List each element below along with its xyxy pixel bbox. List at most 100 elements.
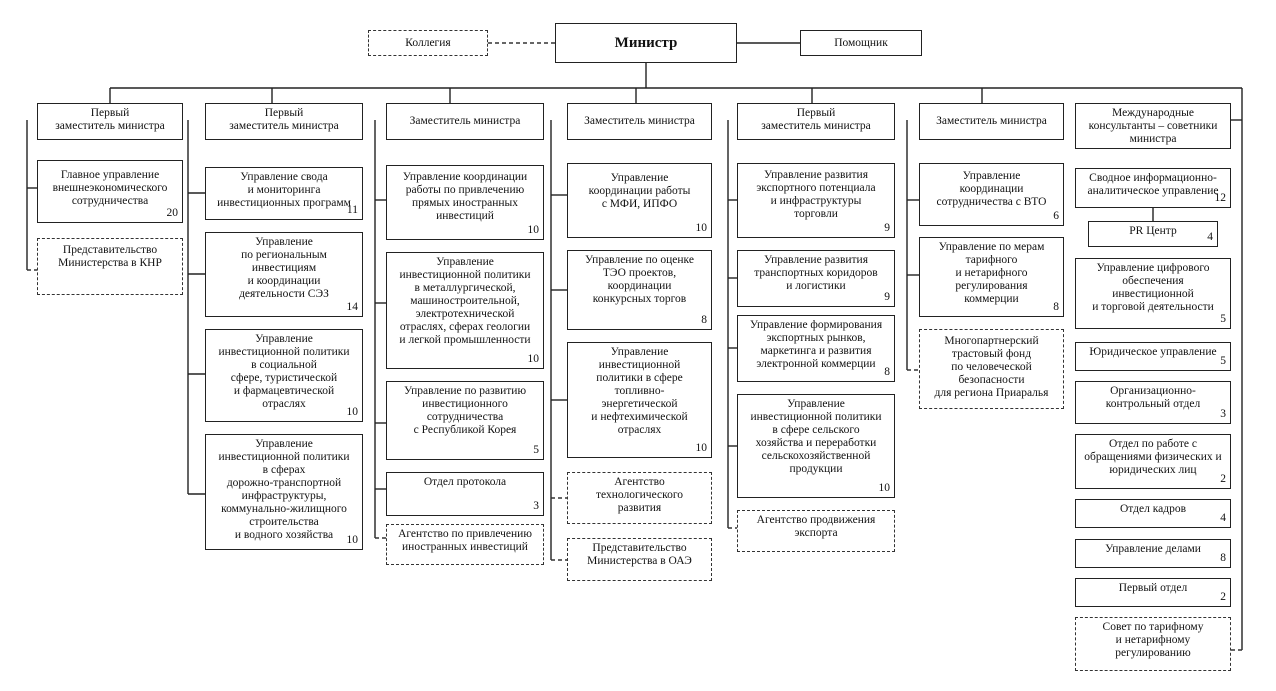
col5-unit-3: Управление формирования экспортных рынко… — [737, 315, 895, 382]
staff-count: 5 — [533, 444, 539, 456]
col5-head-label: Первый заместитель министра — [761, 107, 871, 132]
col7-head: Международные консультанты – советники м… — [1075, 103, 1231, 149]
unit-label: Управление по оценке ТЭО проектов, коорд… — [585, 254, 694, 305]
col2-unit-2: Управление по региональным инвестициям и… — [205, 232, 363, 317]
unit-label: Отдел по работе с обращениями физических… — [1084, 438, 1222, 476]
unit-label: Юридическое управление — [1089, 346, 1217, 358]
staff-count: 5 — [1220, 313, 1226, 325]
unit-label: Управление делами — [1105, 543, 1201, 555]
staff-count: 10 — [527, 224, 540, 236]
staff-count: 4 — [1207, 231, 1213, 243]
col3-unit-2: Управление инвестиционной политики в мет… — [386, 252, 544, 369]
col1-unit-1: Главное управление внешнеэкономического … — [37, 160, 183, 223]
staff-count: 3 — [533, 500, 539, 512]
staff-count: 8 — [1220, 552, 1226, 564]
collegium-box: Коллегия — [368, 30, 488, 56]
staff-count: 10 — [346, 406, 359, 418]
staff-count: 6 — [1053, 210, 1059, 222]
staff-count: 3 — [1220, 408, 1226, 420]
col6-unit-2: Управление по мерам тарифного и нетарифн… — [919, 237, 1064, 317]
unit-label: Управление формирования экспортных рынко… — [749, 319, 883, 370]
staff-count: 5 — [1220, 355, 1226, 367]
dashed-label: Представительство Министерства в КНР — [58, 244, 162, 269]
unit-label: Управление по мерам тарифного и нетарифн… — [938, 241, 1045, 305]
col5-unit-1: Управление развития экспортного потенциа… — [737, 163, 895, 238]
col3-head: Заместитель министра — [386, 103, 544, 140]
minister-box: Министр — [555, 23, 737, 63]
unit-label: Управление координации работы по привлеч… — [402, 171, 528, 222]
col6-unit-1: Управление координации сотрудничества с … — [919, 163, 1064, 226]
col2-head: Первый заместитель министра — [205, 103, 363, 140]
unit-label: Управление цифрового обеспечения инвести… — [1092, 262, 1214, 313]
dashed-label: Представительство Министерства в ОАЭ — [587, 542, 692, 567]
unit-label: Отдел кадров — [1119, 503, 1187, 515]
dashed-label: Агентство технологического развития — [595, 476, 684, 514]
col7-unit-4: Юридическое управление 5 — [1075, 342, 1231, 371]
col7-unit-2: PR Центр 4 — [1088, 221, 1218, 247]
staff-count: 11 — [346, 204, 358, 216]
col2-unit-4: Управление инвестиционной политики в сфе… — [205, 434, 363, 550]
col4-dashed-2: Представительство Министерства в ОАЭ — [567, 538, 712, 581]
col4-unit-2: Управление по оценке ТЭО проектов, коорд… — [567, 250, 712, 330]
staff-count: 12 — [1214, 192, 1227, 204]
staff-count: 4 — [1220, 512, 1226, 524]
unit-label: Управление инвестиционной политики в сфе… — [591, 346, 688, 436]
unit-label: PR Центр — [1129, 225, 1177, 237]
col7-unit-9: Первый отдел 2 — [1075, 578, 1231, 607]
unit-label: Отдел протокола — [423, 476, 507, 488]
staff-count: 10 — [695, 442, 708, 454]
col3-unit-1: Управление координации работы по привлеч… — [386, 165, 544, 240]
col5-unit-4: Управление инвестиционной политики в сфе… — [737, 394, 895, 498]
col4-unit-3: Управление инвестиционной политики в сфе… — [567, 342, 712, 458]
staff-count: 10 — [878, 482, 891, 494]
col7-unit-5: Организационно- контрольный отдел 3 — [1075, 381, 1231, 424]
unit-label: Управление свода и мониторинга инвестици… — [217, 171, 351, 209]
collegium-label: Коллегия — [405, 36, 451, 49]
staff-count: 8 — [884, 366, 890, 378]
col4-head: Заместитель министра — [567, 103, 712, 140]
unit-label: Управление по развитию инвестиционного с… — [403, 385, 527, 436]
staff-count: 10 — [695, 222, 708, 234]
col7-dashed-1: Совет по тарифному и нетарифному регулир… — [1075, 617, 1231, 671]
col4-dashed-1: Агентство технологического развития — [567, 472, 712, 524]
unit-label: Управление инвестиционной политики в соц… — [218, 333, 350, 410]
staff-count: 2 — [1220, 473, 1226, 485]
col7-unit-1: Сводное информационно- аналитическое упр… — [1075, 168, 1231, 208]
unit-label: Организационно- контрольный отдел — [1105, 385, 1201, 410]
col1-head-label: Первый заместитель министра — [55, 107, 165, 132]
dashed-label: Совет по тарифному и нетарифному регулир… — [1102, 621, 1204, 659]
staff-count: 10 — [346, 534, 359, 546]
unit-label: Сводное информационно- аналитическое упр… — [1087, 172, 1219, 197]
staff-count: 9 — [884, 291, 890, 303]
assistant-box: Помощник — [800, 30, 922, 56]
col6-dashed-1: Многопартнерский трастовый фонд по челов… — [919, 329, 1064, 409]
col5-dashed-1: Агентство продвижения экспорта — [737, 510, 895, 552]
unit-label: Управление инвестиционной политики в мет… — [399, 256, 531, 346]
staff-count: 8 — [1053, 301, 1059, 313]
col3-unit-4: Отдел протокола 3 — [386, 472, 544, 516]
unit-label: Главное управление внешнеэкономического … — [52, 169, 168, 207]
col2-unit-1: Управление свода и мониторинга инвестици… — [205, 167, 363, 220]
staff-count: 9 — [884, 222, 890, 234]
col2-unit-3: Управление инвестиционной политики в соц… — [205, 329, 363, 422]
dashed-label: Агентство по привлечению иностранных инв… — [398, 528, 532, 553]
col4-unit-1: Управление координации работы с МФИ, ИПФ… — [567, 163, 712, 238]
col7-unit-7: Отдел кадров 4 — [1075, 499, 1231, 528]
assistant-label: Помощник — [834, 36, 888, 49]
unit-label: Управление развития транспортных коридор… — [754, 254, 878, 292]
col4-head-label: Заместитель министра — [584, 115, 695, 127]
col6-head: Заместитель министра — [919, 103, 1064, 140]
col6-head-label: Заместитель министра — [936, 115, 1047, 127]
col7-unit-8: Управление делами 8 — [1075, 539, 1231, 568]
staff-count: 20 — [166, 207, 179, 219]
col7-unit-6: Отдел по работе с обращениями физических… — [1075, 434, 1231, 489]
col2-head-label: Первый заместитель министра — [229, 107, 339, 132]
col3-head-label: Заместитель министра — [409, 115, 521, 127]
minister-label: Министр — [614, 34, 678, 51]
unit-label: Управление инвестиционной политики в сфе… — [750, 398, 882, 475]
unit-label: Управление развития экспортного потенциа… — [756, 169, 876, 220]
col1-dashed-1: Представительство Министерства в КНР — [37, 238, 183, 295]
staff-count: 8 — [701, 314, 707, 326]
dashed-label: Многопартнерский трастовый фонд по челов… — [934, 335, 1049, 399]
col1-head: Первый заместитель министра — [37, 103, 183, 140]
